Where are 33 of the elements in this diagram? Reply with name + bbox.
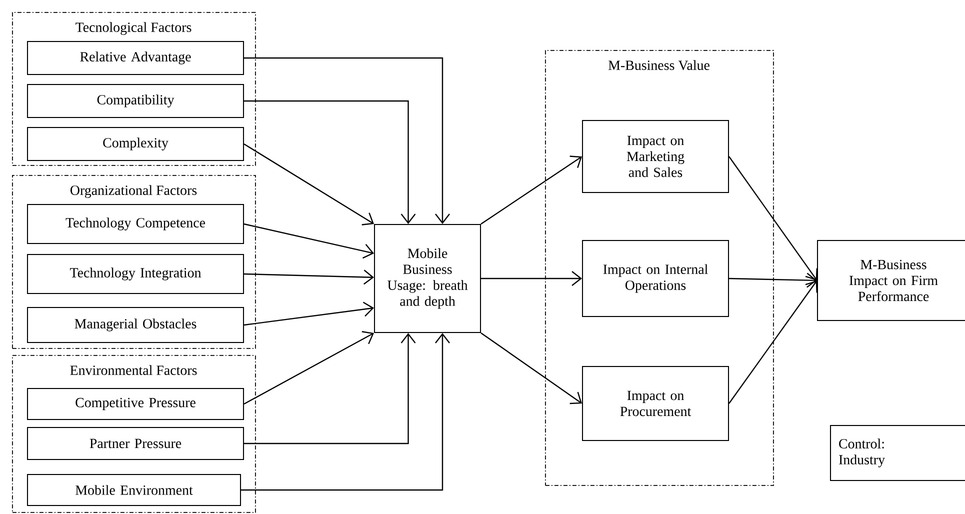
- arrow: [244, 57, 450, 224]
- factor-box: Complexity: [27, 127, 244, 161]
- arrow: [728, 156, 818, 280]
- factor-box: Impact on Procurement: [582, 366, 729, 441]
- group-heading: Environmental Factors: [70, 365, 197, 375]
- arrow: [729, 272, 817, 288]
- factor-box: M-Business Impact on Firm Performance: [817, 240, 965, 321]
- factor-box: Mobile Business Usage: breath and depth: [374, 224, 481, 333]
- arrow: [728, 280, 818, 404]
- factor-box: Impact on Marketing and Sales: [582, 120, 729, 193]
- arrow: [244, 331, 374, 405]
- arrow: [244, 100, 416, 224]
- arrow: [481, 271, 582, 286]
- factor-box: Impact on Internal Operations: [582, 240, 729, 317]
- arrow: [244, 223, 374, 259]
- factor-box: Relative Advantage: [27, 41, 244, 75]
- factor-box: Mobile Environment: [27, 474, 241, 506]
- factor-box: Technology Integration: [27, 254, 244, 294]
- factor-box: Technology Competence: [27, 204, 244, 244]
- factor-box: Partner Pressure: [27, 427, 244, 460]
- control-box: Control: Industry: [830, 425, 965, 481]
- arrow: [244, 270, 374, 285]
- arrow: [241, 333, 450, 491]
- factor-box: Compatibility: [27, 84, 244, 118]
- group-heading: M-Business Value: [608, 60, 710, 70]
- factor-box: Competitive Pressure: [27, 388, 244, 420]
- arrow: [244, 333, 416, 444]
- group-heading: Tecnological Factors: [76, 22, 192, 35]
- group-heading: Organizational Factors: [70, 185, 197, 198]
- factor-box: Managerial Obstacles: [27, 307, 244, 343]
- arrow: [480, 332, 582, 404]
- arrow: [244, 302, 374, 326]
- arrow: [480, 156, 582, 224]
